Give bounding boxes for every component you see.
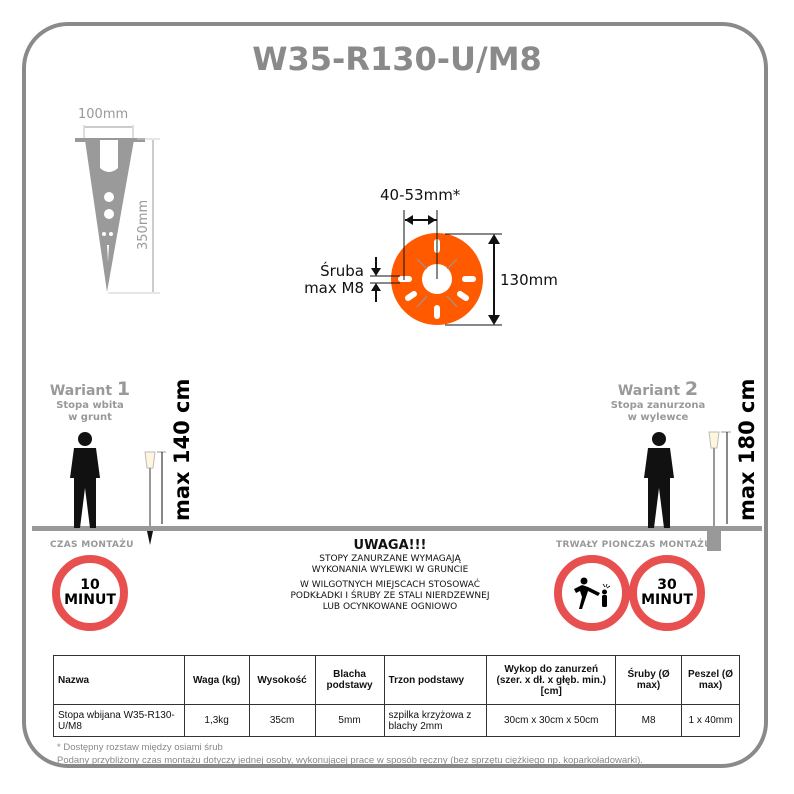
table-cell: 35cm: [248, 704, 316, 737]
variant-number: 2: [684, 378, 699, 400]
footnote: Podany przybliżony czas montażu dotyczy …: [57, 755, 643, 766]
plate-diameter-label: 130mm: [500, 271, 558, 289]
table-header: Nazwa: [53, 655, 185, 705]
time-caption-1: CZAS MONTAŻU: [50, 540, 134, 550]
table-row: Stopa wbijana W35-R130-U/M8 1,3kg 35cm 5…: [53, 704, 740, 737]
table-cell: M8: [615, 704, 683, 737]
ground-line: [32, 526, 762, 531]
frame: [22, 22, 768, 768]
variant-line2: w wylewce: [627, 412, 689, 423]
table-cell: szpilka krzyżowa z blachy 2mm: [383, 704, 488, 737]
warning-text: PODKŁADKI I ŚRUBY ZE STALI NIERDZEWNEJ: [290, 591, 490, 601]
variant-2-label: Wariant 2 Stopa zanurzona w wylewce: [608, 378, 708, 424]
footnote: * Dostępny rozstaw między osiami śrub: [57, 742, 223, 753]
table-cell: Stopa wbijana W35-R130-U/M8: [53, 704, 185, 737]
variant-line1: Stopa zanurzona: [610, 400, 706, 411]
time-value: 10: [80, 577, 100, 593]
variant-number: 1: [116, 378, 131, 400]
time-unit: MINUT: [64, 592, 116, 608]
table-cell: 5mm: [314, 704, 385, 737]
table-header: Wykop do zanurzeń (szer. x dł. x głęb. m…: [486, 655, 617, 705]
plate-drawing: [370, 210, 502, 326]
spike-width-label: 100mm: [78, 107, 129, 122]
time-unit: MINUT: [641, 592, 693, 608]
pion-caption: TRWAŁY PION: [556, 540, 629, 550]
variant-1-label: Wariant 1 Stopa wbita w grunt: [40, 378, 140, 424]
person-silhouette: [644, 432, 674, 528]
variant-word: Wariant: [49, 383, 113, 399]
time-value: 30: [657, 577, 677, 593]
person-silhouette: [70, 432, 100, 528]
table-header: Trzon podstawy: [383, 655, 488, 705]
table-cell: 1 x 40mm: [681, 704, 740, 737]
table-header-row: Nazwa Waga (kg) Wysokość Blacha podstawy…: [53, 655, 740, 705]
warning-text: W WILGOTNYCH MIEJSCACH STOSOWAĆ: [300, 580, 480, 590]
lamp-post-2: [707, 431, 731, 551]
time-caption-2: CZAS MONTAŻU: [628, 540, 712, 550]
variant-2-height-label: max 180 cm: [735, 378, 759, 521]
spec-table: Nazwa Waga (kg) Wysokość Blacha podstawy…: [53, 655, 740, 737]
warning-heading: UWAGA!!!: [353, 538, 427, 553]
spike-drawing: [75, 125, 160, 294]
bolt-label-2: max M8: [304, 279, 364, 297]
bolt-label-1: Śruba: [320, 262, 364, 280]
page-title: W35-R130-U/M8: [252, 40, 542, 78]
table-header: Blacha podstawy: [314, 655, 385, 705]
table-header: Waga (kg): [183, 655, 250, 705]
warning-text: WYKONANIA WYLEWKI W GRUNCIE: [311, 565, 469, 575]
time-sign-1: 10 MINUT: [52, 555, 128, 631]
table-header: Śruby (Ø max): [615, 655, 683, 705]
table-header: Wysokość: [248, 655, 316, 705]
variant-line2: w grunt: [68, 412, 112, 423]
time-sign-2: 30 MINUT: [629, 555, 705, 631]
spike-height-label: 350mm: [136, 199, 151, 250]
warning-text: STOPY ZANURZANE WYMAGAJĄ: [319, 554, 461, 564]
table-header: Peszel (Ø max): [681, 655, 740, 705]
table-cell: 1,3kg: [183, 704, 250, 737]
table-cell: 30cm x 30cm x 50cm: [486, 704, 617, 737]
variant-line1: Stopa wbita: [56, 400, 124, 411]
variant-word: Wariant: [617, 383, 681, 399]
kick-icon: [574, 577, 611, 609]
warning-text: LUB OCYNKOWANE OGNIOWO: [322, 602, 458, 612]
variant-1-height-label: max 140 cm: [170, 378, 194, 521]
footnotes: * Dostępny rozstaw między osiami śrub Po…: [57, 741, 643, 767]
plate-spacing-label: 40-53mm*: [380, 186, 461, 204]
pion-sign: [554, 555, 630, 631]
lamp-post-1: [144, 451, 166, 545]
